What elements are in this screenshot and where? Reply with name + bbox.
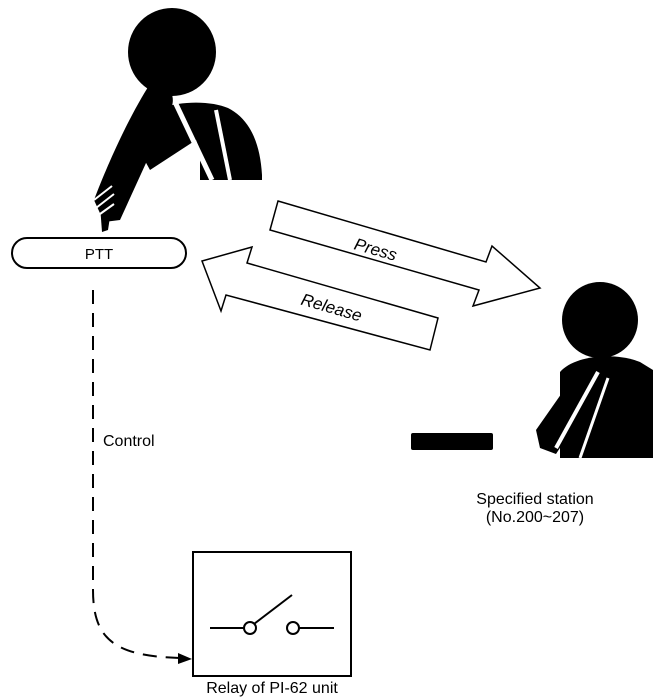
relay-label: Relay of PI-62 unit <box>206 680 338 697</box>
station-label-line2: (No.200~207) <box>486 509 584 526</box>
control-arrowhead-icon <box>178 653 192 664</box>
relay-switch-icon <box>210 594 334 635</box>
ptt-label: PTT <box>85 246 113 263</box>
control-dashed-line <box>92 290 181 659</box>
station-label-line1: Specified station <box>476 491 593 508</box>
ptt-button: PTT <box>11 237 187 269</box>
station-person-icon <box>536 282 653 459</box>
relay-box <box>192 551 352 677</box>
release-arrow: Release <box>201 245 439 351</box>
control-label: Control <box>103 433 155 450</box>
station-device-icon <box>411 433 493 450</box>
press-arrow: Press <box>269 200 542 308</box>
operator-figure-icon <box>93 8 262 232</box>
